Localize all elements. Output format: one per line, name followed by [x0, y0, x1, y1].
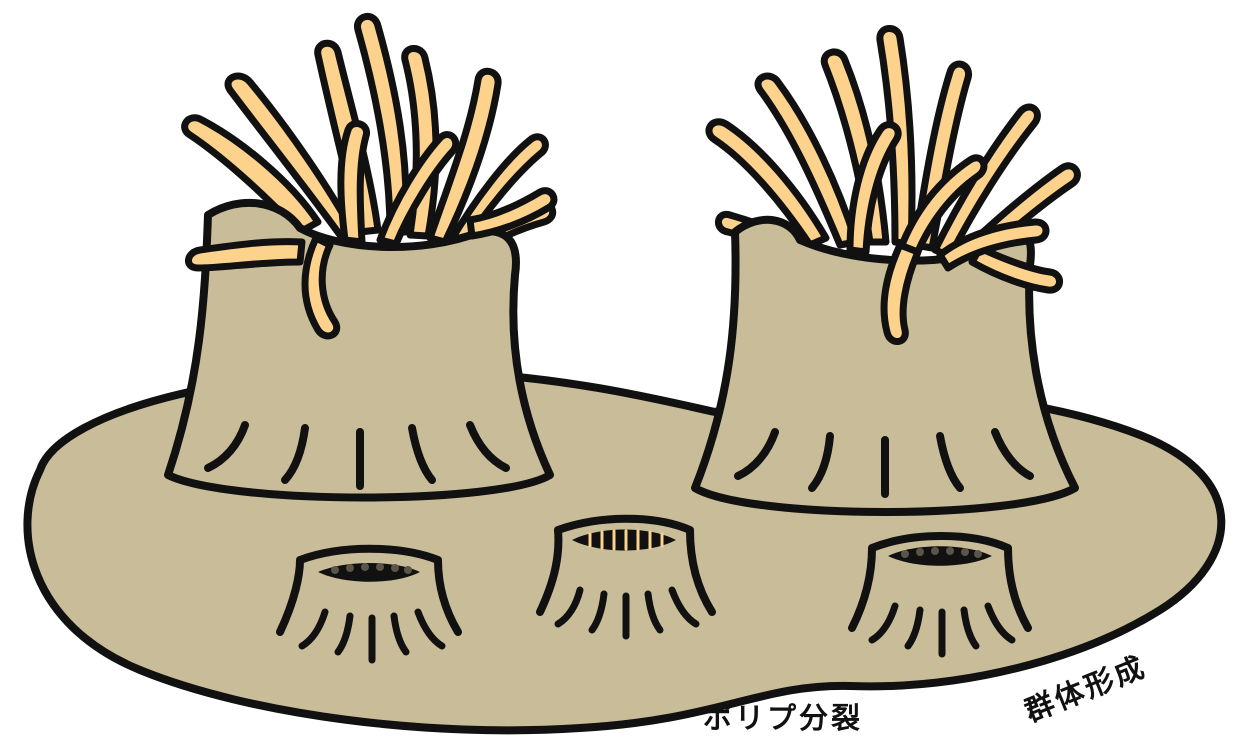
- small-polyp-ridges-left: [298, 608, 446, 664]
- small-polyp-ridges-right: [868, 602, 1016, 658]
- front-tentacles-left: [185, 187, 558, 340]
- small-polyp-slits-center: [588, 529, 664, 551]
- small-polyp-center: [536, 514, 716, 640]
- front-tentacles-right: [880, 218, 1063, 345]
- column-ridges-right: [734, 428, 1034, 498]
- label-polyp-division: ポリプ分裂: [703, 701, 863, 735]
- tentacle-cluster-right: [705, 25, 1081, 276]
- column-ridges-left: [204, 421, 510, 490]
- small-polyp-ridges-center: [554, 586, 700, 640]
- small-polyp-bumps-left: [331, 563, 412, 574]
- large-polyp-right: [691, 25, 1081, 516]
- large-polyp-left: [164, 13, 558, 502]
- small-polyp-right: [848, 532, 1032, 658]
- small-polyp-left: [276, 544, 462, 664]
- small-polyp-bumps-right: [901, 547, 982, 558]
